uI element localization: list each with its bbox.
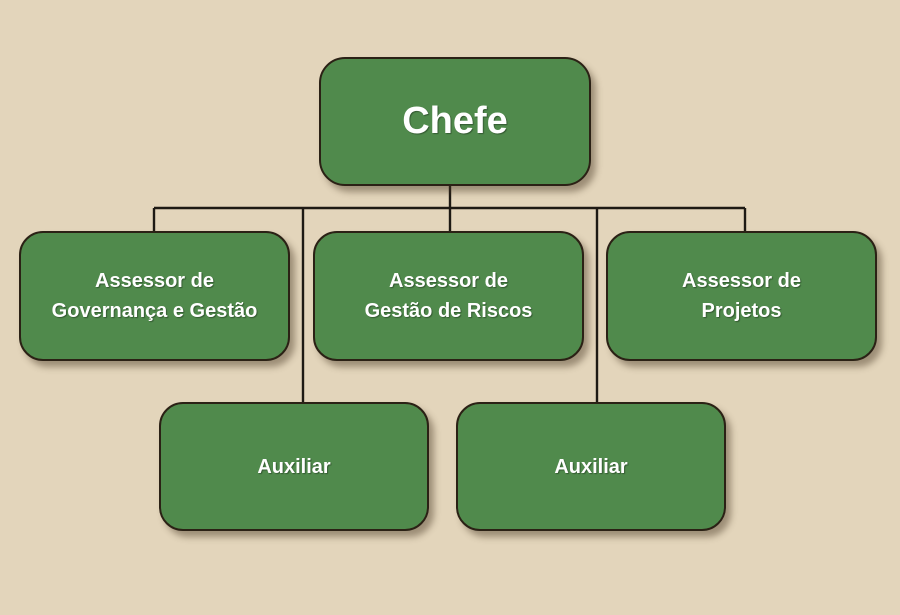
node-assessor-governanca-gestao-label: Assessor de Governança e Gestão — [51, 270, 258, 322]
node-assessor-projetos-label: Assessor de Projetos — [682, 270, 801, 322]
node-auxiliar-1-label: Auxiliar — [257, 455, 331, 478]
node-chefe: Chefe — [319, 57, 591, 186]
node-chefe-label: Chefe — [402, 100, 508, 142]
node-assessor-projetos: Assessor de Projetos — [606, 231, 877, 361]
node-assessor-gestao-riscos: Assessor de Gestão de Riscos — [313, 231, 584, 361]
node-assessor-governanca-gestao: Assessor de Governança e Gestão — [19, 231, 290, 361]
node-assessor-gestao-riscos-label: Assessor de Gestão de Riscos — [364, 270, 533, 322]
node-auxiliar-2: Auxiliar — [456, 402, 726, 531]
node-auxiliar-2-label: Auxiliar — [554, 455, 628, 478]
node-auxiliar-1: Auxiliar — [159, 402, 429, 531]
